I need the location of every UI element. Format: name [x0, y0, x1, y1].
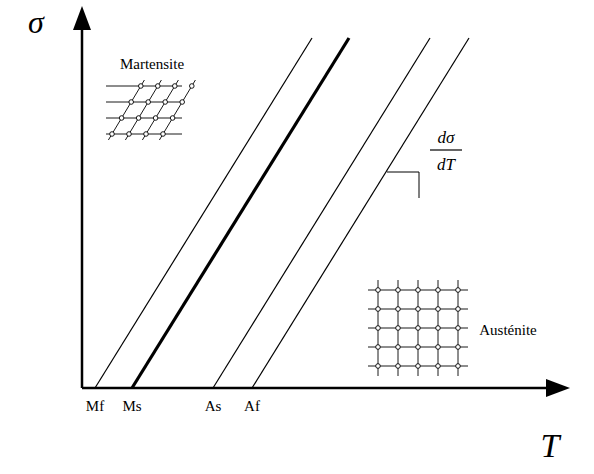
- axis-arrowhead: [546, 379, 570, 397]
- lattice-atom: [436, 288, 441, 293]
- lattice-line: [159, 80, 195, 140]
- phase-label: Martensite: [120, 57, 184, 72]
- lattice-line: [106, 102, 182, 103]
- lattice-atom: [396, 288, 401, 293]
- lattice-line: [142, 80, 178, 140]
- lattice-atom: [416, 326, 421, 331]
- slope-numerator: dσ: [438, 129, 455, 146]
- lattice-atom: [110, 132, 115, 137]
- lattice-atom: [376, 288, 381, 293]
- lattice-atom: [180, 100, 185, 105]
- lattice-atom: [136, 116, 141, 121]
- lattice-atom: [153, 116, 158, 121]
- temperature-label: Af: [244, 399, 260, 414]
- lattice-atom: [173, 84, 178, 89]
- austenite-lattice: [368, 280, 468, 376]
- transformation-lines: [95, 38, 469, 388]
- axes: [82, 24, 552, 388]
- lattice-atom: [396, 345, 401, 350]
- temperature-label: As: [205, 399, 222, 414]
- lattice-atom: [436, 326, 441, 331]
- lattice-atom: [144, 132, 149, 137]
- phase-boundary-line: [95, 38, 312, 388]
- phase-boundary-line: [132, 38, 349, 388]
- lattice-atom: [436, 307, 441, 312]
- temperature-label: Ms: [122, 399, 141, 414]
- slope-marker: [387, 172, 419, 198]
- axis-label: σ: [28, 6, 44, 38]
- lattice-line: [106, 86, 182, 87]
- lattice-atom: [161, 132, 166, 137]
- slope-triangle: [387, 172, 419, 198]
- martensite-lattice: [106, 80, 195, 140]
- lattice-atom: [119, 116, 124, 121]
- phase-boundary-line: [213, 38, 430, 388]
- temperature-axis: [82, 387, 552, 390]
- lattice-atom: [163, 100, 168, 105]
- temperature-label: Mf: [86, 399, 104, 414]
- lattice-atom: [436, 364, 441, 369]
- lattice-atom: [396, 326, 401, 331]
- slope-denominator: dT: [437, 156, 455, 173]
- lattice-atom: [416, 345, 421, 350]
- lattice-atom: [416, 307, 421, 312]
- lattice-atom: [376, 307, 381, 312]
- lattice-atom: [416, 288, 421, 293]
- fraction-bar: [430, 149, 462, 150]
- lattice-atom: [139, 84, 144, 89]
- lattice-atom: [456, 307, 461, 312]
- lattice-atom: [456, 288, 461, 293]
- lattice-atom: [170, 116, 175, 121]
- lattice-atom: [456, 364, 461, 369]
- axis-label: T: [541, 429, 560, 463]
- lattice-atom: [376, 345, 381, 350]
- lattice-atom: [396, 307, 401, 312]
- lattice-line: [125, 80, 161, 140]
- lattice-atom: [376, 364, 381, 369]
- axis-arrowhead: [73, 6, 91, 30]
- lattice-line: [108, 80, 144, 140]
- phase-boundary-line: [252, 38, 469, 388]
- lattice-atom: [156, 84, 161, 89]
- lattice-atom: [456, 345, 461, 350]
- lattice-atom: [129, 100, 134, 105]
- lattice-atom: [146, 100, 151, 105]
- lattice-atom: [456, 326, 461, 331]
- stress-axis: [81, 24, 84, 388]
- lattice-atom: [436, 345, 441, 350]
- lattice-atom: [190, 84, 195, 89]
- phase-label: Austénite: [479, 323, 537, 338]
- lattice-atom: [127, 132, 132, 137]
- lattice-atom: [416, 364, 421, 369]
- lattice-atom: [396, 364, 401, 369]
- lattice-atom: [376, 326, 381, 331]
